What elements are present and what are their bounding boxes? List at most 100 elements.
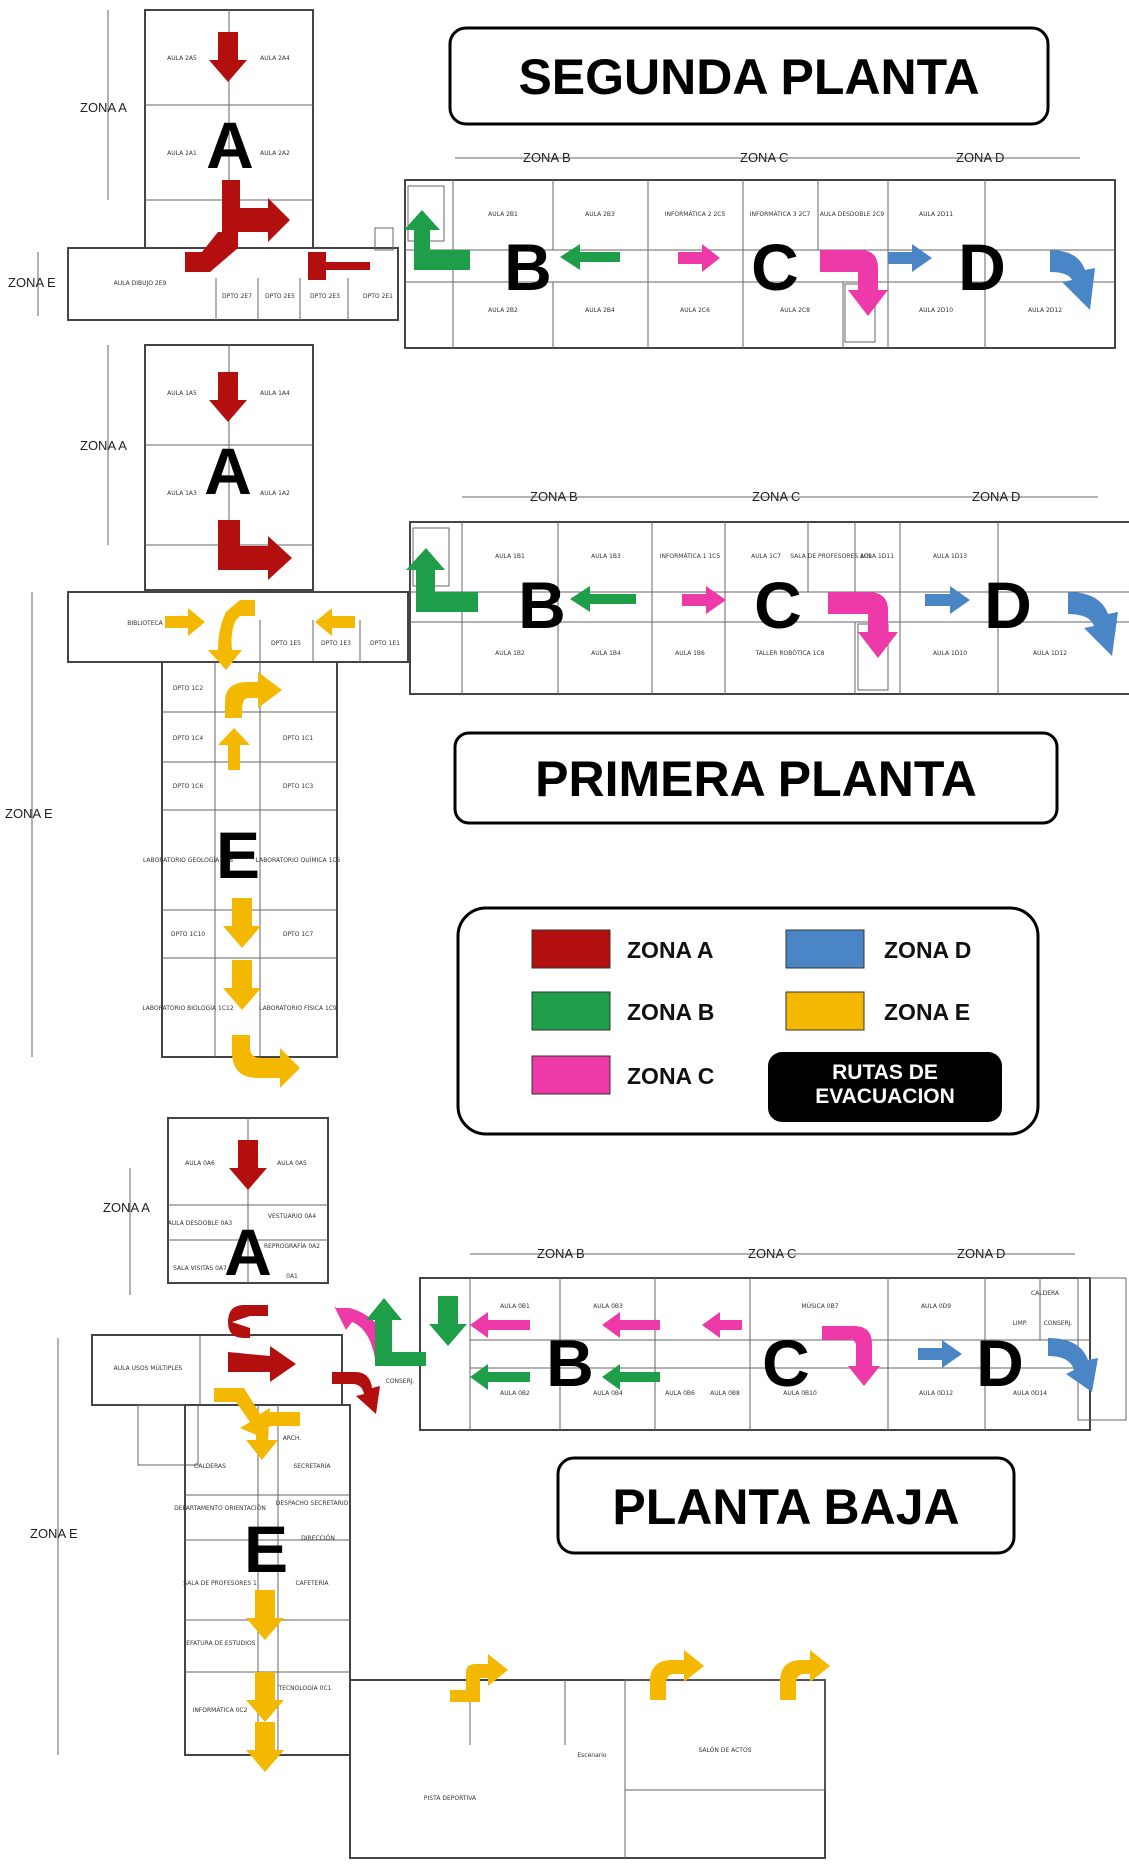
room-label: AULA 2A2: [260, 150, 290, 157]
room-label: CAFETERÍA: [295, 1580, 329, 1587]
room-label: AULA 1A3: [167, 490, 197, 497]
room-label: AULA 0B4: [593, 1390, 623, 1397]
room-label: AULA 0D12: [919, 1390, 953, 1397]
room-label: AULA 2C6: [680, 307, 710, 314]
zone-b-letter: B: [504, 230, 552, 304]
legend-label-zone-e: ZONA E: [884, 999, 970, 1025]
room-label: AULA 0B3: [593, 1303, 623, 1310]
zone-c-letter: C: [754, 568, 802, 642]
room-label: AULA 0A6: [185, 1160, 215, 1167]
zone-a-arrows: [228, 1140, 380, 1414]
floor-title-ground: PLANTA BAJA: [612, 1479, 959, 1535]
zone-d-label: ZONA D: [957, 1246, 1005, 1261]
room-label: AULA 0B8: [710, 1390, 740, 1397]
room-label: AULA 1D10: [933, 650, 967, 657]
routes-badge-line1: RUTAS DE: [832, 1061, 938, 1084]
room-label: AULA 0B1: [500, 1303, 530, 1310]
legend-swatch-zone-b: [531, 991, 611, 1031]
routes-badge: [768, 1052, 1002, 1122]
zone-d-arrows: [918, 1338, 1098, 1392]
room-label: AULA 1A4: [260, 390, 290, 397]
room-label: AULA 2D11: [919, 211, 953, 218]
room-label: DPTO 1C10: [171, 931, 205, 938]
room-label: DPTO 2E7: [222, 293, 252, 300]
room-label: SALA DE PROFESORES 1: [183, 1580, 257, 1587]
room-label: LABORATORIO FÍSICA 1C9: [259, 1005, 337, 1012]
zone-b-letter: B: [546, 1326, 594, 1400]
room-label: AULA 1D13: [933, 553, 967, 560]
room-label: LABORATORIO QUÍMICA 1C5: [256, 857, 341, 864]
zone-e-label: ZONA E: [8, 275, 56, 290]
room-label: INFORMÁTICA 2 2C5: [665, 211, 726, 218]
room-label: LABORATORIO BIOLOGÍA 1C12: [142, 1005, 234, 1012]
room-label: AULA 0D14: [1013, 1390, 1047, 1397]
room-label: AULA 1B6: [675, 650, 705, 657]
legend-label-zone-d: ZONA D: [884, 937, 971, 963]
room-label: AULA 2C8: [780, 307, 810, 314]
legend-label-zone-a: ZONA A: [627, 937, 713, 963]
zone-a-label: ZONA A: [103, 1200, 150, 1215]
room-label: DPTO 1C2: [173, 685, 204, 692]
room-label: AULA 0B6: [665, 1390, 695, 1397]
room-label: AULA 2B3: [585, 211, 615, 218]
room-label: SECRETARÍA: [293, 1463, 331, 1470]
room-label: DPTO 1C3: [283, 783, 314, 790]
room-label: 0A1: [286, 1273, 298, 1280]
room-label: DPTO 1E5: [271, 640, 301, 647]
zone-c-letter: C: [762, 1326, 810, 1400]
room-label: AULA 1D12: [1033, 650, 1067, 657]
zone-b-label: ZONA B: [523, 150, 571, 165]
room-label: INFORMÁTICA 0C2: [193, 1707, 248, 1714]
zone-b-arrows: [406, 548, 636, 612]
room-label: AULA 1B2: [495, 650, 525, 657]
floor-title-first: PRIMERA PLANTA: [535, 751, 977, 807]
room-label: AULA 2B1: [488, 211, 518, 218]
zone-d-letter: D: [984, 568, 1032, 642]
zone-a-label: ZONA A: [80, 438, 127, 453]
room-label: DPTO 1C1: [283, 735, 314, 742]
room-label: AULA DESDOBLE 2C9: [820, 211, 885, 218]
zone-d-label: ZONA D: [956, 150, 1004, 165]
zone-a-arrows: [209, 372, 292, 580]
legend-label-zone-b: ZONA B: [627, 999, 714, 1025]
second-floor: ZONA A ZONA E ZONA B ZONA C ZONA D AULA …: [8, 9, 1116, 349]
room-label: SALA VISITAS 0A7: [173, 1265, 227, 1272]
zone-c-arrows: [682, 586, 898, 658]
room-label: AULA DIBUJO 2E9: [114, 280, 167, 287]
room-label: AULA 2A5: [167, 55, 197, 62]
zone-b-label: ZONA B: [530, 489, 578, 504]
zone-c-arrows: [678, 244, 888, 316]
zone-b-label: ZONA B: [537, 1246, 585, 1261]
room-label: DPTO 2E5: [265, 293, 295, 300]
room-label: CONSERJ.: [1044, 1320, 1073, 1327]
zone-d-arrows: [888, 244, 1095, 310]
room-label: AULA 2D10: [919, 307, 953, 314]
room-label: AULA 0A5: [277, 1160, 307, 1167]
zone-e-letter: E: [216, 818, 260, 892]
room-label: AULA DESDOBLE 0A3: [168, 1220, 233, 1227]
zone-e-arrows: [214, 1388, 830, 1772]
room-label: ARCH.: [283, 1435, 302, 1442]
room-label: CONSERJ.: [386, 1378, 415, 1385]
room-label: PISTA DEPORTIVA: [424, 1795, 477, 1802]
zone-a-label: ZONA A: [80, 100, 127, 115]
room-label: DIRECCIÓN: [301, 1535, 335, 1542]
legend-swatch-zone-c: [531, 1055, 611, 1095]
zone-a-arrows: [185, 32, 370, 280]
room-label: INFORMÁTICA 3 2C7: [750, 211, 811, 218]
room-label: AULA 2D12: [1028, 307, 1062, 314]
zone-d-arrows: [925, 586, 1118, 656]
legend-label-zone-c: ZONA C: [627, 1063, 714, 1089]
zone-c-label: ZONA C: [740, 150, 788, 165]
zone-c-letter: C: [751, 230, 799, 304]
legend-swatch-zone-d: [785, 929, 865, 969]
room-label: AULA 1B4: [591, 650, 621, 657]
zone-e-arrows: [165, 600, 355, 1088]
room-label: DPTO 2E3: [310, 293, 340, 300]
legend-swatch-zone-a: [531, 929, 611, 969]
zone-b-arrows: [366, 1296, 660, 1390]
room-label: AULA 1B1: [495, 553, 525, 560]
room-label: DPTO 1E1: [370, 640, 400, 647]
room-label: LABORATORIO GEOLOGÍA 1C8: [143, 857, 233, 864]
room-label: DESPACHO SECRETARIO: [276, 1500, 349, 1507]
